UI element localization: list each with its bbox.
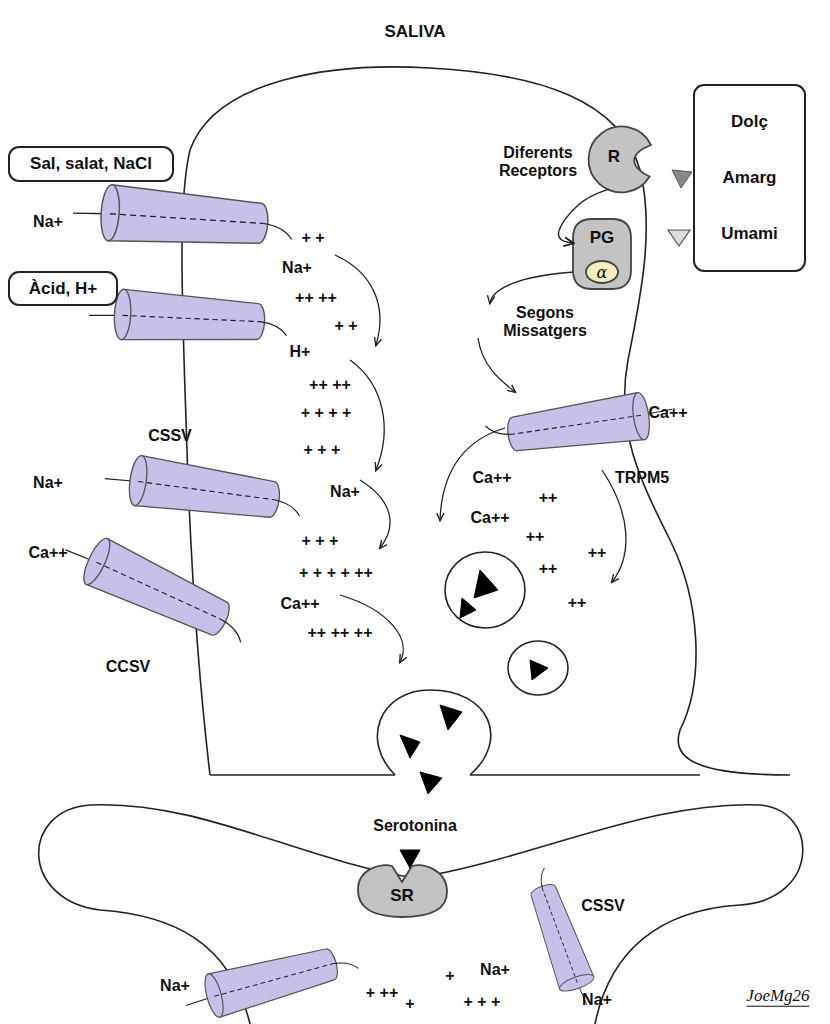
ion-label: Na+ [33, 474, 63, 492]
ion-label: Na+ [282, 259, 312, 277]
ion-label: Ca++ [280, 595, 319, 613]
charge-sign: ++ [588, 544, 607, 562]
black-ligand [460, 598, 476, 618]
flow-arrow [350, 360, 384, 470]
receptor-caption: Diferents Receptors [488, 144, 588, 181]
ion-channel [71, 182, 294, 253]
g-protein: PG α [572, 218, 632, 290]
node-text: Amarg [723, 168, 777, 188]
cell-membrane [470, 774, 700, 776]
black-ligand [530, 660, 548, 680]
ion-channel [56, 525, 257, 654]
ion-label: Na+ [330, 483, 360, 501]
ion-label: Ca++ [470, 509, 509, 527]
ion-label: Ca++ [28, 544, 67, 562]
charge-sign: ++ ++ [309, 376, 351, 394]
charge-sign: + + [334, 317, 357, 335]
flow-arrow [360, 480, 390, 548]
alpha-subunit: α [585, 260, 619, 284]
channel-name: CSSV [148, 427, 192, 445]
charge-sign: + + + [464, 993, 501, 1011]
flow-arrow [335, 255, 626, 662]
flow-arrow [478, 338, 515, 392]
ion-channel [88, 288, 288, 349]
ion-label: Ca++ [648, 404, 687, 422]
ion-channel [484, 388, 676, 461]
node-text: Àcid, H+ [29, 279, 98, 299]
ion-label: H+ [290, 343, 311, 361]
node-outline [589, 127, 651, 193]
stimulus-box: Àcid, H+ [8, 271, 118, 306]
channel-name: TRPM5 [615, 469, 669, 487]
charge-sign: ++ [539, 489, 558, 507]
black-ligand [400, 108, 730, 868]
neuron-membrane [595, 905, 740, 1024]
ion-label: Na+ [33, 213, 63, 231]
taste-box: DolçAmargUmami [693, 84, 806, 272]
charge-sign: + + + [302, 532, 339, 550]
neuron-membrane [39, 805, 803, 1024]
charge-sign: ++ [539, 560, 558, 578]
black-ligand [400, 735, 420, 758]
node-text: Sal, salat, NaCl [30, 154, 152, 174]
ion-channel [102, 451, 305, 528]
ion-channel [56, 182, 676, 1024]
flow-arrow [602, 470, 626, 582]
node-outline [573, 219, 631, 289]
ion-channel [180, 936, 362, 1024]
node-text: Dolç [731, 112, 768, 132]
black-ligand [420, 772, 442, 794]
channel-name: CCSV [106, 658, 150, 676]
synaptic-vesicle [508, 641, 568, 695]
diagram-title: SALIVA [0, 22, 830, 42]
node-text: PG [590, 228, 615, 248]
charge-sign: + + + + [301, 404, 352, 422]
node-outline [358, 865, 447, 917]
charge-sign: + [445, 967, 454, 985]
node-text: R [608, 147, 620, 167]
charge-sign: + ++ [366, 984, 398, 1002]
ion-label: Na+ [480, 961, 510, 979]
synaptic-vesicle [445, 552, 525, 628]
neurotransmitter-name: Serotonina [373, 817, 457, 835]
bitter-ligand [672, 170, 692, 188]
synaptic-vesicle [377, 552, 568, 775]
stimulus-box: Sal, salat, NaCl [8, 146, 174, 182]
pathway-caption: Segons Missatgers [493, 304, 597, 341]
ion-channel [519, 865, 602, 1012]
ion-label: Na+ [582, 991, 612, 1009]
receptor-shape: R [588, 124, 658, 194]
black-ligand [440, 705, 462, 730]
charge-sign: ++ ++ [295, 289, 337, 307]
flow-arrow [335, 255, 380, 345]
signal-arrow [558, 189, 609, 243]
flow-arrow [490, 272, 575, 303]
signature: JoeMg26 [746, 986, 809, 1007]
charge-sign: ++ [568, 594, 587, 612]
charge-sign: ++ [526, 528, 545, 546]
charge-sign: + [405, 995, 414, 1013]
charge-sign: + + + + ++ [299, 564, 373, 582]
charge-sign: + + + [304, 441, 341, 459]
node-outline [586, 261, 618, 283]
synaptic-vesicle [377, 690, 490, 775]
charge-sign: + + [301, 229, 324, 247]
bitter-ligand [672, 170, 692, 188]
channel-name: CSSV [581, 897, 625, 915]
node-outline [588, 124, 658, 194]
ion-label: Ca++ [472, 469, 511, 487]
ion-label: Na+ [160, 977, 190, 995]
node-text: α [597, 263, 608, 282]
black-ligand [474, 570, 498, 598]
node-text: Umami [721, 224, 778, 244]
umami-ligand [668, 230, 690, 246]
serotonin-receptor: SR [352, 860, 452, 918]
charge-sign: ++ ++ ++ [308, 624, 373, 642]
node-text: SR [390, 886, 414, 906]
umami-ligand [668, 230, 690, 246]
cell-membrane [210, 774, 395, 776]
